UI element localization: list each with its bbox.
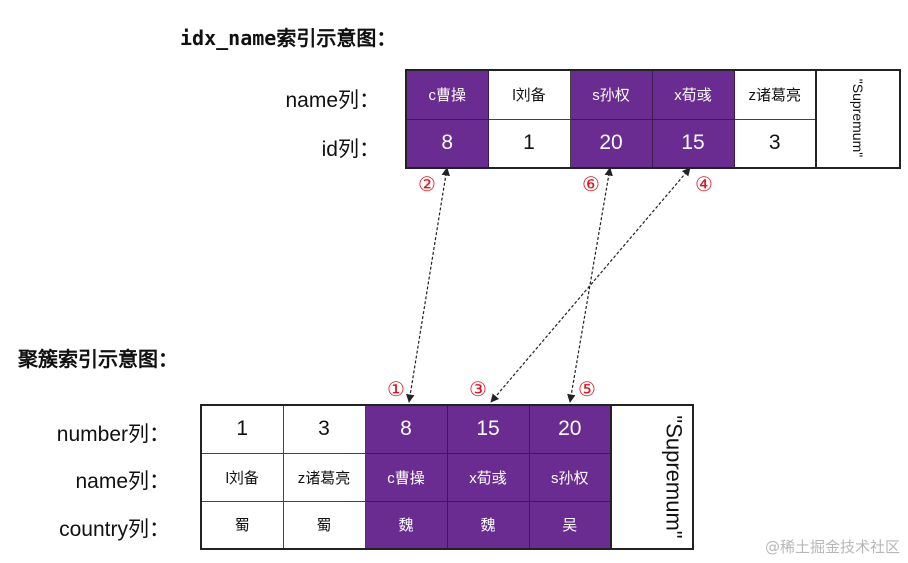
- bottom-name-cell: x荀彧: [446, 452, 530, 502]
- step-marker-3: ③: [469, 377, 487, 401]
- bottom-country-cell: 蜀: [282, 500, 366, 550]
- top-id-cell: 15: [651, 118, 735, 169]
- clustered-index-title: 聚簇索引示意图：: [18, 347, 178, 371]
- idx-name-index-table: c曹操 l刘备 s孙权 x荀彧 z诸葛亮 "Supremum" 8 1 20 1…: [405, 69, 901, 169]
- step-marker-6: ⑥: [582, 172, 600, 196]
- bottom-number-cell: 20: [528, 404, 612, 454]
- top-id-cell: 1: [487, 118, 571, 169]
- step-marker-5: ⑤: [578, 377, 596, 401]
- arrow-sunquan: [567, 167, 613, 403]
- arrow-xunyu: [490, 167, 691, 403]
- bottom-supremum-cell: "Supremum": [610, 404, 694, 550]
- top-id-row-label: id列：: [321, 138, 380, 161]
- step-marker-2: ②: [418, 172, 436, 196]
- top-id-cell: 20: [569, 118, 653, 169]
- top-name-cell: z诸葛亮: [733, 69, 817, 120]
- top-name-cell: c曹操: [405, 69, 489, 120]
- top-name-cell: l刘备: [487, 69, 571, 120]
- bottom-number-cell: 3: [282, 404, 366, 454]
- bottom-name-cell: c曹操: [364, 452, 448, 502]
- top-name-row-label: name列：: [285, 89, 380, 112]
- arrow-caocao: [406, 167, 450, 403]
- step-marker-4: ④: [695, 172, 713, 196]
- bottom-country-cell: 吴: [528, 500, 612, 550]
- bottom-number-cell: 8: [364, 404, 448, 454]
- bottom-supremum-label: "Supremum": [661, 415, 687, 539]
- step-marker-1: ①: [387, 377, 405, 401]
- bottom-country-cell: 蜀: [200, 500, 284, 550]
- idx-name-title: idx_name索引示意图：: [180, 26, 397, 50]
- watermark: @稀土掘金技术社区: [764, 538, 900, 556]
- top-supremum-cell: "Supremum": [815, 69, 901, 169]
- bottom-number-row-label: number列：: [56, 423, 170, 446]
- top-name-cell: x荀彧: [651, 69, 735, 120]
- bottom-country-row-label: country列：: [59, 518, 170, 541]
- bottom-country-cell: 魏: [364, 500, 448, 550]
- top-name-cell: s孙权: [569, 69, 653, 120]
- bottom-name-cell: z诸葛亮: [282, 452, 366, 502]
- bottom-number-cell: 15: [446, 404, 530, 454]
- bottom-name-cell: s孙权: [528, 452, 612, 502]
- bottom-number-cell: 1: [200, 404, 284, 454]
- bottom-name-row-label: name列：: [75, 470, 170, 493]
- clustered-index-table: 1 3 8 15 20 "Supremum" l刘备 z诸葛亮 c曹操 x荀彧 …: [200, 404, 694, 550]
- bottom-name-cell: l刘备: [200, 452, 284, 502]
- top-id-cell: 8: [405, 118, 489, 169]
- bottom-country-cell: 魏: [446, 500, 530, 550]
- top-supremum-label: "Supremum": [849, 78, 866, 158]
- top-id-cell: 3: [733, 118, 817, 169]
